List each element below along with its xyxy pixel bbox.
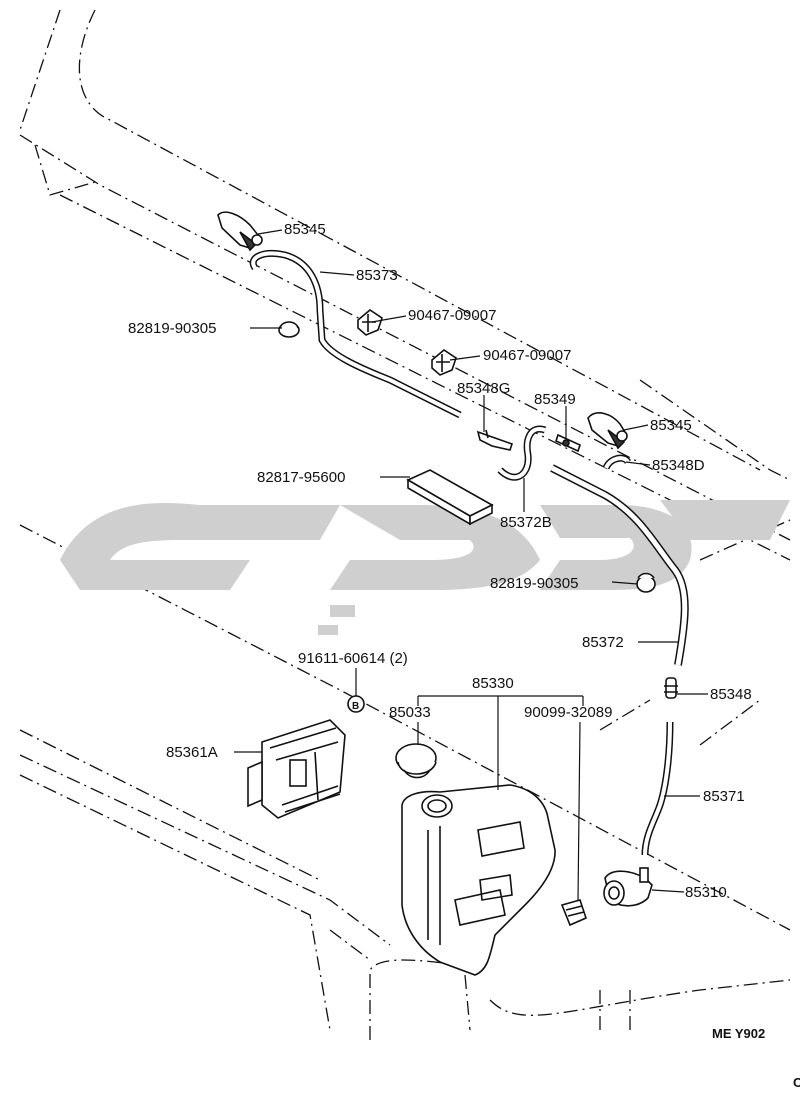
pad-82817 [406, 469, 494, 526]
label-85349: 85349 [534, 391, 576, 408]
label-85371: 85371 [703, 788, 745, 805]
hose-85372b [497, 425, 547, 481]
valve-85349 [555, 433, 581, 453]
parts [217, 211, 689, 976]
label-85345-right: 85345 [650, 417, 692, 434]
label-82819-top: 82819-90305 [128, 320, 216, 337]
clamp-90467-b [431, 349, 457, 376]
label-85310: 85310 [685, 884, 727, 901]
label-85033: 85033 [389, 704, 431, 721]
pump-85310 [603, 867, 653, 907]
tank-85330 [401, 784, 556, 976]
drawing-code: ME Y902 [712, 1026, 765, 1041]
nozzle-85345-right [587, 412, 628, 450]
label-85330: 85330 [472, 675, 514, 692]
clip-82819-mid [636, 572, 656, 593]
label-90099: 90099-32089 [524, 704, 612, 721]
label-82817: 82817-95600 [257, 469, 345, 486]
hose-85372b-inner [498, 427, 546, 480]
label-85348: 85348 [710, 686, 752, 703]
label-85372b: 85372B [500, 514, 552, 531]
label-85348d: 85348D [652, 457, 705, 474]
clip-82819-top [278, 321, 300, 338]
hose-85372-inner [550, 465, 688, 666]
label-91611: 91611-60614 (2) [298, 650, 408, 667]
label-90467-b: 90467-09007 [483, 347, 571, 364]
hose-85348d-inner [604, 456, 630, 469]
label-90467-a: 90467-09007 [408, 307, 496, 324]
clamp-90467-a [357, 309, 383, 336]
cap-85033 [395, 743, 437, 779]
label-85373: 85373 [356, 267, 398, 284]
bracket-85361a [247, 719, 346, 819]
label-85372: 85372 [582, 634, 624, 651]
part-labels: 85345 85373 82819-90305 90467-09007 9046… [128, 221, 752, 901]
nozzle-85345-top [217, 211, 263, 252]
label-85361a: 85361A [166, 744, 218, 761]
joint-85348 [664, 677, 678, 699]
watermark-logo [60, 500, 790, 635]
hose-85371-inner [643, 721, 672, 856]
grommet-90099 [560, 899, 587, 927]
label-callout-b: B [352, 701, 359, 712]
hose-85373-inner [251, 251, 461, 417]
label-85345-top: 85345 [284, 221, 326, 238]
leader-lines [234, 229, 708, 901]
label-82819-mid: 82819-90305 [490, 575, 578, 592]
joint-85348g [476, 429, 514, 451]
edge-mark: C [793, 1075, 800, 1090]
label-85348g: 85348G [457, 380, 510, 397]
